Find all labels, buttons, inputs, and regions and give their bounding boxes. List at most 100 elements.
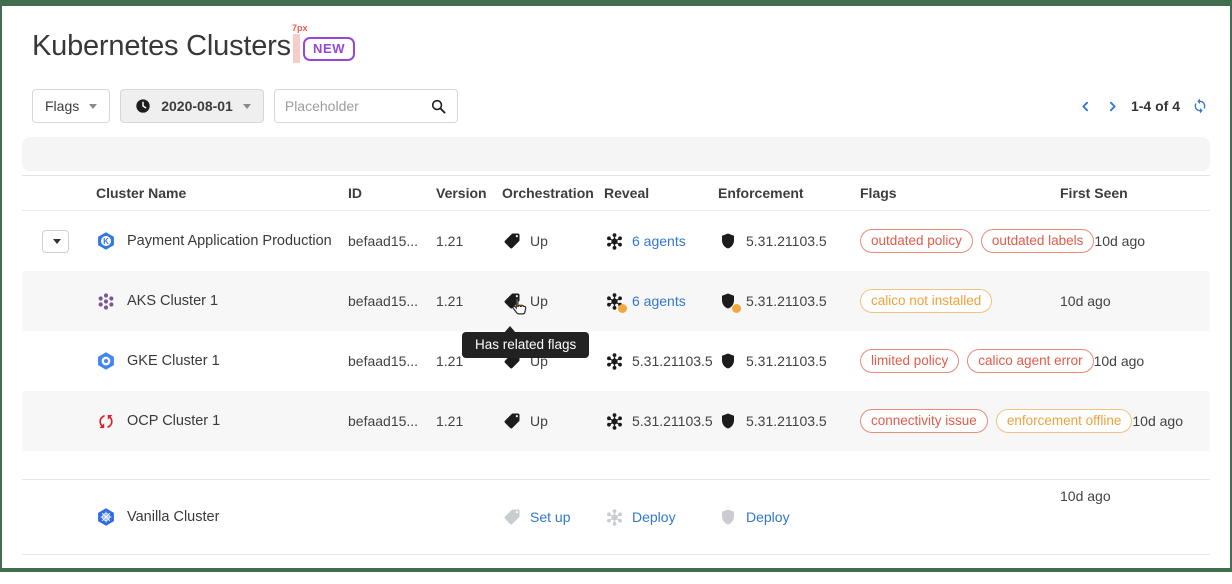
flag-pill[interactable]: limited policy [860,349,960,373]
header-id: ID [348,185,362,201]
new-badge: NEW [302,37,356,61]
shield-icon [718,507,738,527]
orchestration-setup-link[interactable]: Set up [530,509,571,525]
table-row[interactable]: K Payment Application Production befaad1… [22,211,1210,271]
enforcement-version: 5.31.21103.5 [746,293,827,309]
enforcement-version: 5.31.21103.5 [746,353,827,369]
flag-pill[interactable]: outdated policy [860,229,973,253]
cluster-version: 1.21 [436,293,464,309]
table-spacer [22,451,1210,479]
table-row[interactable]: GKE Cluster 1 befaad15... 1.21 Up 5.31.2… [22,331,1210,391]
header-cluster-name: Cluster Name [96,185,187,201]
table-toolbar-band [22,137,1210,171]
reveal-agents-link[interactable]: 6 agents [632,233,686,249]
row-expander-button[interactable] [42,229,69,253]
shield-icon [718,351,738,371]
chevron-down-icon [242,103,251,109]
previous-page-button[interactable] [1077,98,1094,115]
next-page-button[interactable] [1104,98,1121,115]
cluster-id: befaad15... [348,293,419,309]
flags-filter-dropdown[interactable]: Flags [32,89,111,123]
pagination: 1-4 of 4 [1077,96,1210,116]
first-seen: 10d ago [1060,293,1111,309]
header-flags: Flags [860,185,897,201]
tooltip: Has related flags [462,326,590,358]
header-enforcement: Enforcement [718,185,804,201]
header-reveal: Reveal [604,185,650,201]
table-row[interactable]: AKS Cluster 1 befaad15... 1.21 Up Has re… [22,271,1210,358]
first-seen: 10d ago [1093,353,1145,369]
date-filter-dropdown[interactable]: 2020-08-01 [120,89,264,123]
cluster-id: befaad15... [348,413,419,429]
search-box [273,89,458,123]
cluster-name[interactable]: OCP Cluster 1 [127,413,221,429]
payment-cluster-icon: K [96,231,116,251]
header-first-seen: First Seen [1060,185,1128,201]
warning-dot [516,304,525,313]
cluster-version: 1.21 [436,413,464,429]
cluster-name[interactable]: GKE Cluster 1 [127,353,220,369]
cluster-version: 1.21 [436,233,464,249]
svg-text:K: K [103,237,109,246]
date-filter-label: 2020-08-01 [161,98,233,114]
table-row[interactable]: OCP Cluster 1 befaad15... 1.21 Up 5.31.2… [22,391,1210,451]
aks-cluster-icon [96,291,116,311]
clock-icon [133,96,153,116]
first-seen: 10d ago [1132,413,1183,429]
tag-icon [502,411,522,431]
shield-icon [718,411,738,431]
orchestration-status: Up [530,293,548,309]
page-title: Kubernetes Clusters [32,30,291,62]
clusters-table: Cluster Name ID Version Orchestration Re… [22,175,1210,555]
agents-network-icon [604,351,624,371]
spacing-annotation: 7px [292,23,307,63]
table-header-row: Cluster Name ID Version Orchestration Re… [22,175,1210,211]
agents-network-icon [604,411,624,431]
first-seen: 10d ago [1094,233,1146,249]
vanilla-cluster-icon [96,507,116,527]
flag-pill[interactable]: outdated labels [980,229,1095,253]
table-row[interactable]: Vanilla Cluster Set up Deploy Dep [22,479,1210,555]
gke-cluster-icon [96,351,116,371]
agents-network-icon [604,231,624,251]
cluster-name[interactable]: Vanilla Cluster [127,509,220,525]
flag-pill[interactable]: enforcement offline [995,409,1133,433]
reveal-agents-link[interactable]: 6 agents [632,293,686,309]
refresh-icon[interactable] [1190,96,1210,116]
warning-dot [732,304,741,313]
chevron-down-icon [89,103,98,109]
chevron-down-icon [52,238,61,244]
orchestration-status: Up [530,413,548,429]
flag-pill[interactable]: calico agent error [967,349,1094,373]
agents-network-icon [604,507,624,527]
flags-filter-label: Flags [45,98,80,114]
tag-icon [502,507,522,527]
flag-pill[interactable]: connectivity issue [860,409,988,433]
first-seen: 10d ago [1060,488,1111,504]
cluster-id: befaad15... [348,233,419,249]
filter-group: Flags 2020-08-01 [32,89,458,123]
reveal-deploy-link[interactable]: Deploy [632,509,676,525]
pagination-range: 1-4 of 4 [1130,98,1180,114]
header-version: Version [436,185,487,201]
search-input[interactable] [284,98,429,114]
cluster-version: 1.21 [436,353,464,369]
enforcement-deploy-link[interactable]: Deploy [746,509,790,525]
tag-icon[interactable] [502,291,527,315]
cluster-name[interactable]: Payment Application Production [127,233,332,249]
cluster-name[interactable]: AKS Cluster 1 [127,293,219,309]
page-header: Kubernetes Clusters 7px NEW [2,6,1230,63]
toolbar: Flags 2020-08-01 [32,89,1210,123]
enforcement-version: 5.31.21103.5 [746,233,827,249]
reveal-version: 5.31.21103.5 [632,353,713,369]
ocp-cluster-icon [96,411,116,431]
flag-pill[interactable]: calico not installed [860,289,993,313]
warning-dot [618,304,627,313]
search-icon[interactable] [429,96,449,116]
shield-icon [718,231,738,251]
enforcement-version: 5.31.21103.5 [746,413,827,429]
shield-icon [718,291,741,313]
orchestration-status: Up [530,233,548,249]
spacing-annotation-label: 7px [291,23,308,33]
reveal-version: 5.31.21103.5 [632,413,713,429]
